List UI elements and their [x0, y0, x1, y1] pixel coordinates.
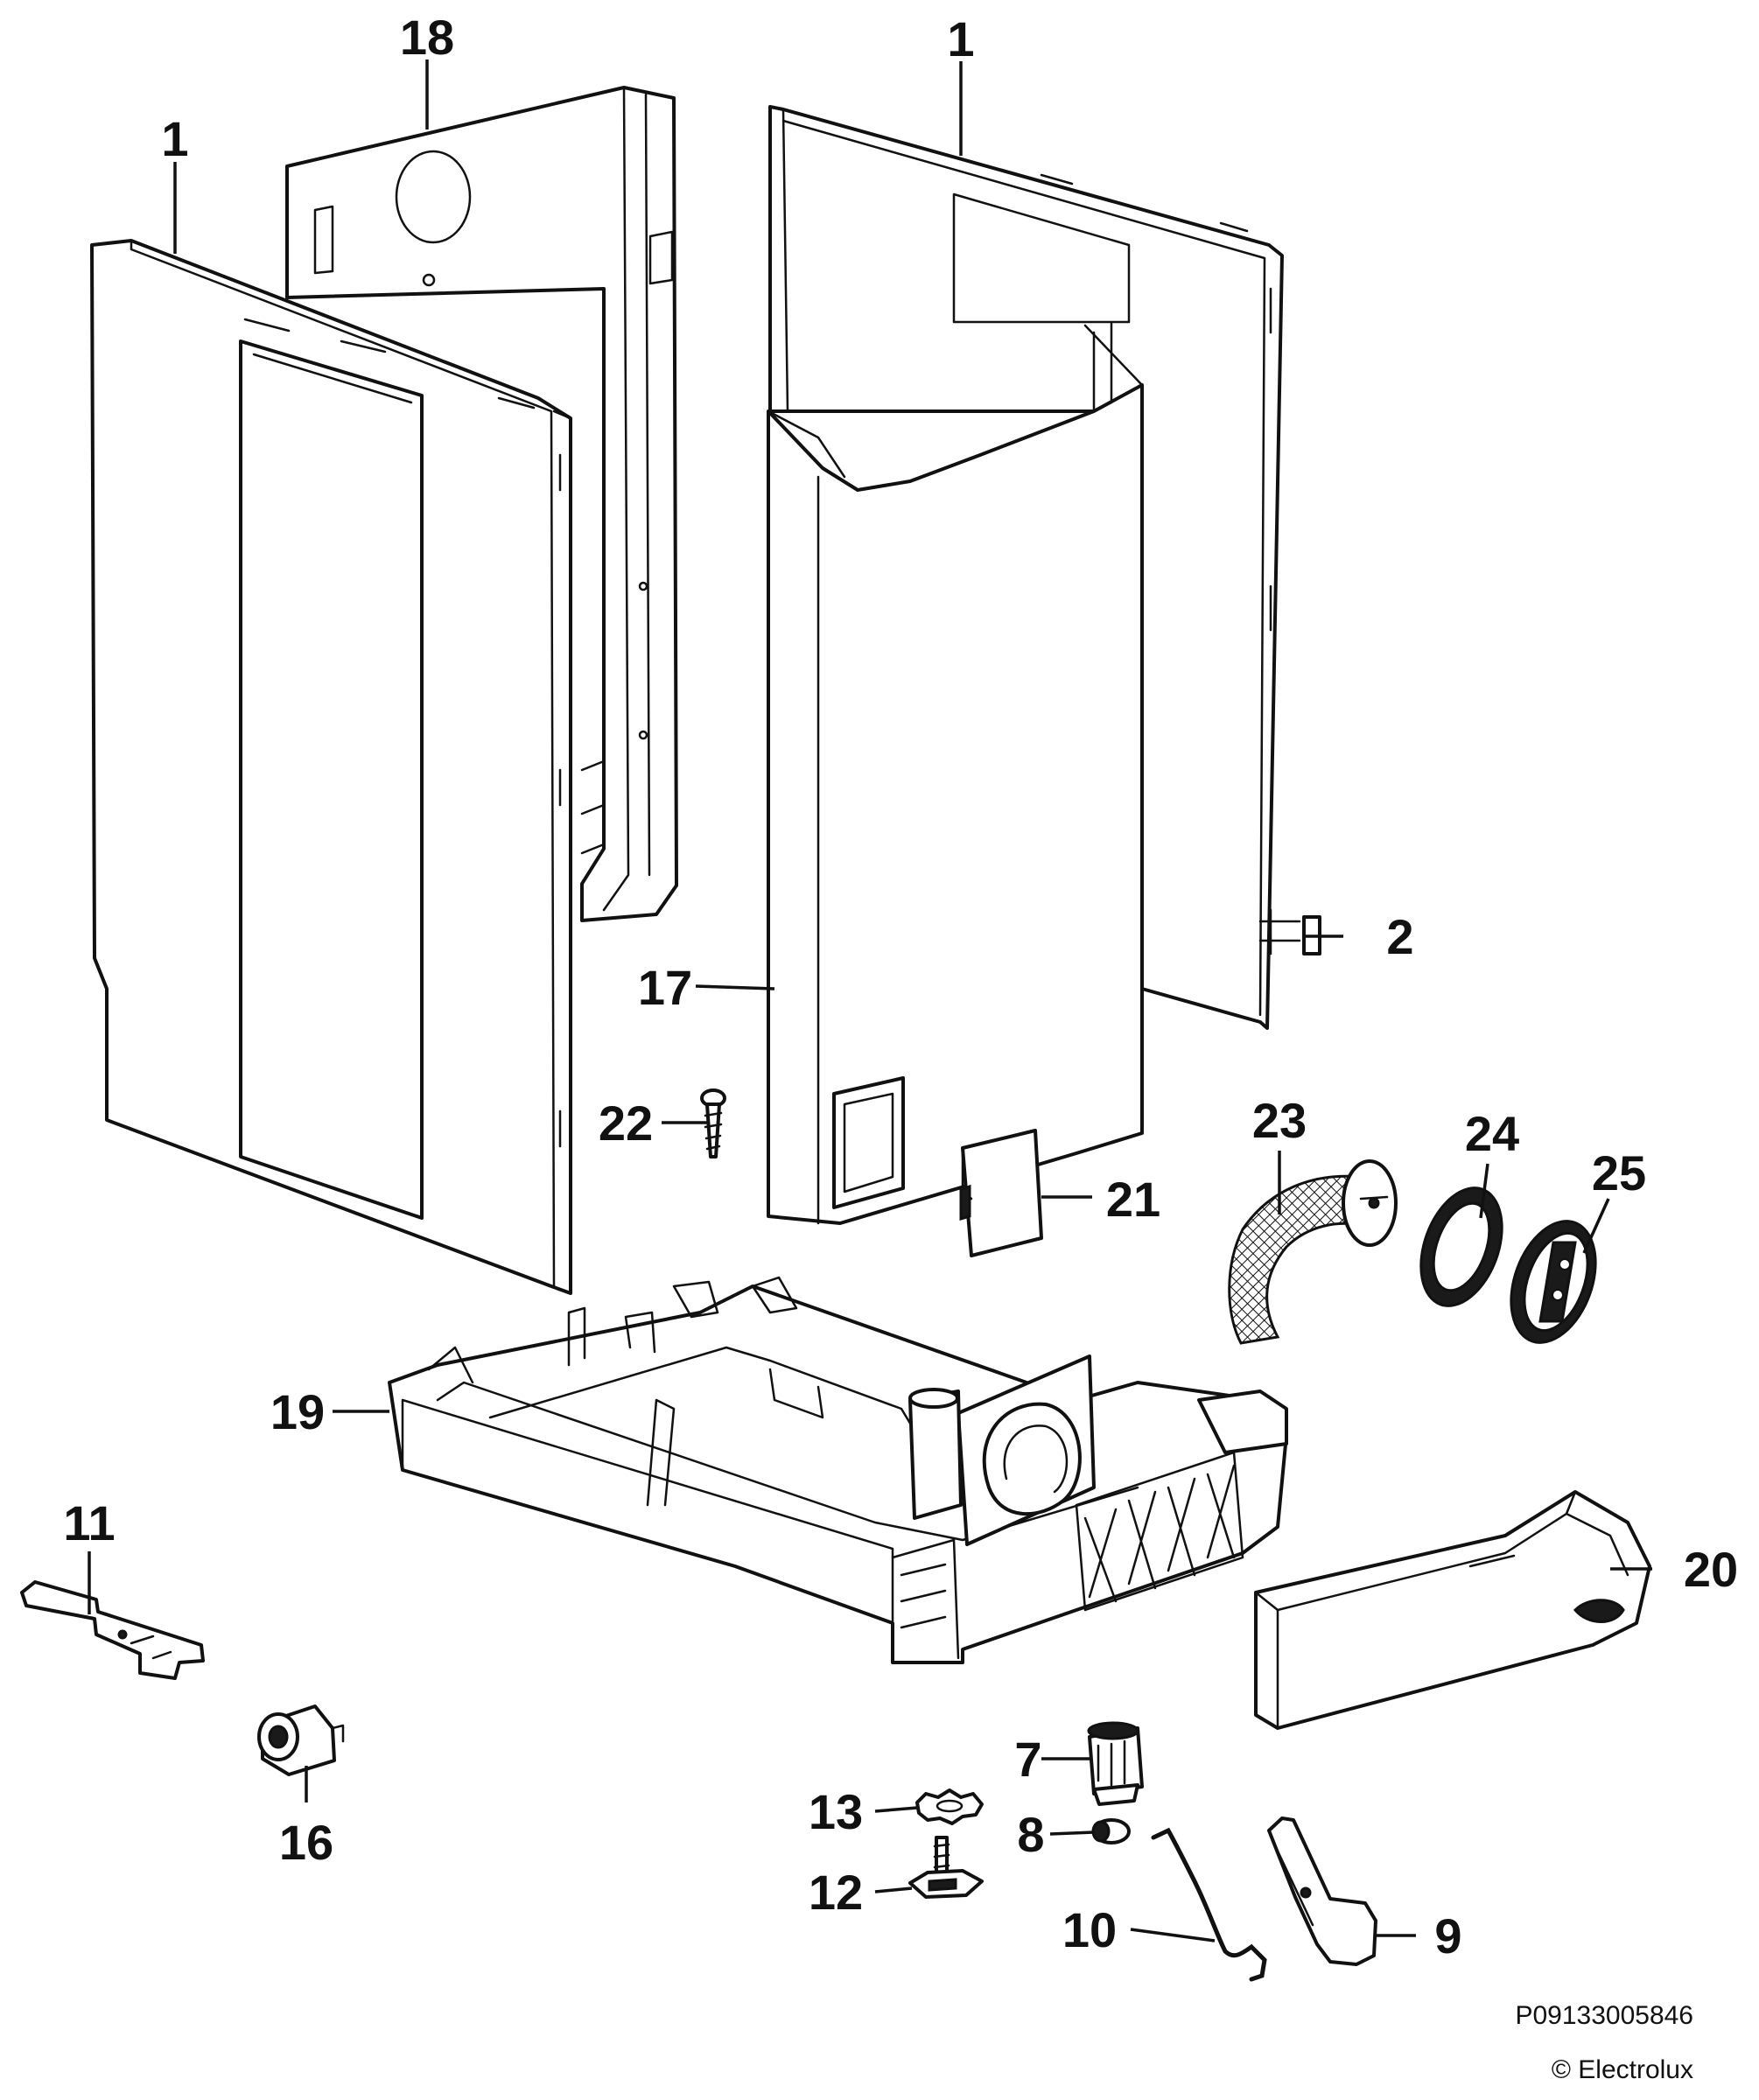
- bracket-part-11: [20, 1580, 205, 1680]
- wire-spring-part-10: [1151, 1827, 1267, 1982]
- leader-12: [874, 1886, 913, 1894]
- small-cover-part-21: [959, 1129, 1043, 1257]
- side-panel-left-part-1: [90, 239, 572, 1295]
- inner-channel-part-17: [767, 322, 1144, 1225]
- callout-9: 9: [1434, 1908, 1461, 1964]
- base-frame-part-19: [388, 1276, 1288, 1664]
- callout-16: 16: [279, 1815, 333, 1870]
- lever-part-9: [1267, 1816, 1377, 1966]
- callout-7: 7: [1014, 1732, 1041, 1787]
- callout-11: 11: [63, 1495, 115, 1550]
- copyright: © Electrolux: [1552, 2055, 1693, 2084]
- screw-part-22: [700, 1088, 726, 1158]
- footer: P09133005846 © Electrolux: [1515, 2001, 1693, 2084]
- callout-1-left: 1: [161, 111, 188, 166]
- leader-10: [1130, 1928, 1216, 1942]
- leader-17: [695, 984, 775, 990]
- callout-25: 25: [1592, 1145, 1646, 1200]
- rear-panel-part-18: [285, 86, 678, 922]
- seal-ring-part-24: [1419, 1186, 1503, 1307]
- leader-25: [1582, 1198, 1610, 1254]
- callout-labels: 1 18 1 2 17 22 23 24 25 21 19 11 20 16 7…: [63, 10, 1738, 1964]
- part-number: P09133005846: [1515, 2001, 1693, 2030]
- side-panel-right-part-1: [768, 105, 1284, 1030]
- leveling-screw-part-12: [908, 1836, 984, 1899]
- foot-body-part-7: [1087, 1721, 1144, 1806]
- callout-1-right: 1: [947, 11, 974, 66]
- callout-20: 20: [1684, 1542, 1738, 1597]
- callout-22: 22: [599, 1096, 653, 1151]
- filter-cap-part-25: [1510, 1220, 1597, 1344]
- callout-13: 13: [809, 1784, 863, 1839]
- leader-8: [1049, 1830, 1095, 1836]
- callout-8: 8: [1017, 1807, 1044, 1862]
- leader-13: [874, 1806, 918, 1813]
- leader-lines: [88, 60, 1652, 1942]
- bushing-part-16: [257, 1704, 345, 1776]
- callout-10: 10: [1062, 1902, 1117, 1957]
- callout-18: 18: [400, 10, 454, 65]
- callout-19: 19: [270, 1384, 325, 1439]
- callout-12: 12: [809, 1865, 863, 1920]
- callout-2: 2: [1386, 909, 1413, 964]
- small-cap-part-8: [1091, 1818, 1131, 1844]
- flexible-hose-part-23: [1228, 1159, 1398, 1345]
- callout-24: 24: [1465, 1106, 1519, 1161]
- callout-17: 17: [638, 960, 692, 1015]
- leader-24: [1479, 1163, 1489, 1219]
- callout-21: 21: [1106, 1172, 1160, 1227]
- star-washer-part-13: [915, 1788, 984, 1825]
- callout-23: 23: [1252, 1093, 1307, 1148]
- front-plinth-part-20: [1254, 1490, 1651, 1730]
